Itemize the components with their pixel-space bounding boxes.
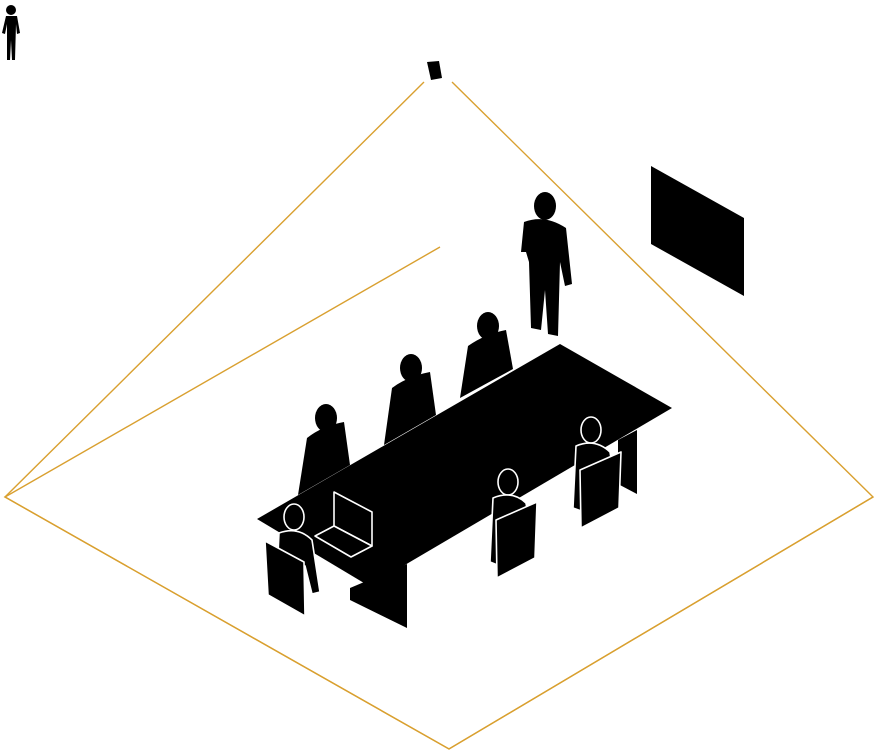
laptop-icon (314, 491, 373, 558)
ceiling-sensor-icon (427, 61, 442, 80)
chair-icon (264, 540, 306, 617)
person-standing-icon (521, 192, 572, 336)
person-seated-icon (384, 354, 436, 445)
person-seated-icon (298, 404, 350, 495)
person-standing-icon (2, 5, 20, 60)
inner-coverage-zone (3, 246, 874, 750)
person-seated-icon (460, 312, 513, 398)
wall-display-icon (651, 166, 744, 296)
chair-icon (495, 501, 538, 579)
chair-icon (579, 451, 622, 529)
